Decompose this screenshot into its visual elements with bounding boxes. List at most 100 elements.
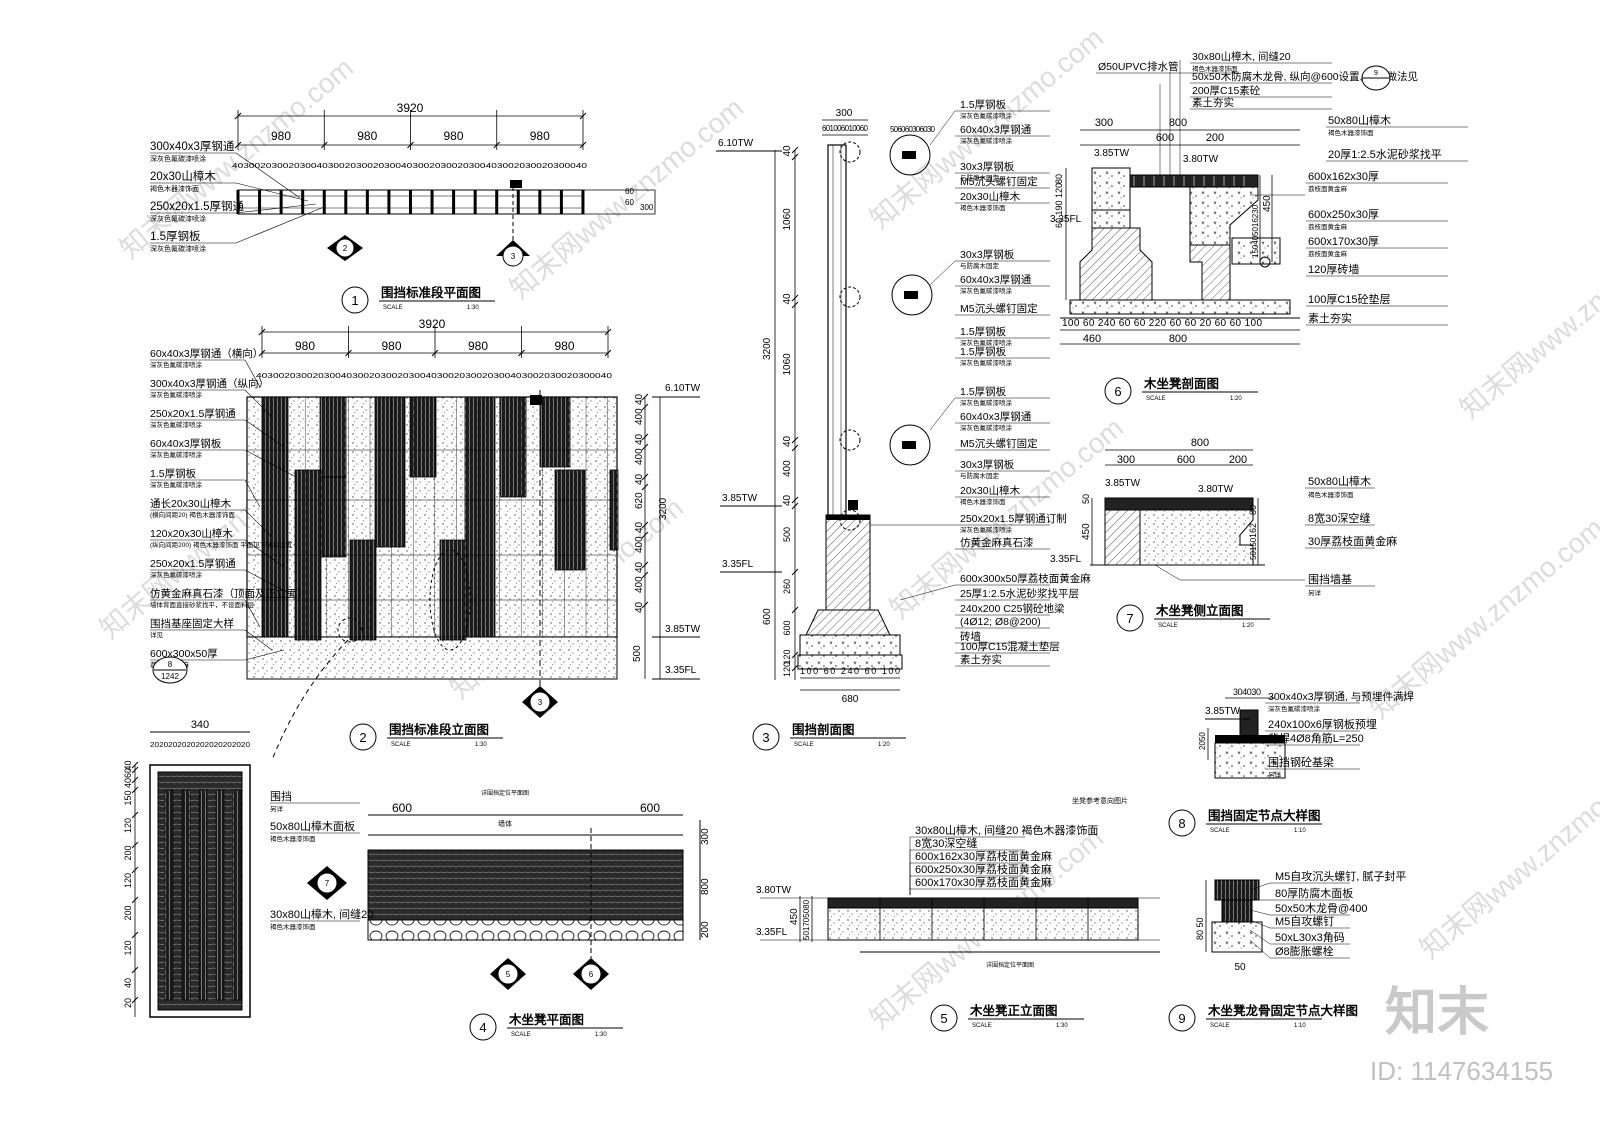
section-marker-2[interactable]: 2 — [327, 235, 363, 261]
v4-section-marker-7[interactable]: 7 — [307, 866, 347, 900]
v3-note-label: 20x30山樟木 — [960, 484, 1021, 497]
v5-note: 600x170x30厚荔枝面黄金麻 — [915, 875, 1052, 889]
view-number: 1 — [351, 293, 358, 308]
v3-note-sub: 深灰色氟碳漆喷涂 — [960, 525, 1013, 534]
svg-text:1242: 1242 — [161, 672, 179, 681]
view-title-text: 木坐凳侧立面图 — [1155, 603, 1244, 618]
v4-section-marker-5[interactable]: 5 — [490, 958, 526, 990]
wood-slat-panel — [409, 396, 437, 478]
v2-right-dim: 40 — [634, 473, 645, 485]
v5-top-label: 坐凳参考意向图片 — [1072, 796, 1128, 805]
svg-text:6: 6 — [589, 970, 594, 979]
v1-rdim-3: 300 — [640, 203, 654, 212]
svg-text:3.85TW: 3.85TW — [665, 624, 701, 635]
v4-wall-columns — [164, 789, 242, 1001]
v3-note-sub: 褐色木器漆饰面 — [960, 203, 1006, 212]
v6-note-sub: 荔枝面黄金麻 — [1308, 222, 1348, 231]
v3-note-label: 砖墙 — [960, 630, 981, 643]
view-title-text: 围挡剖面图 — [792, 722, 855, 737]
v2-note-label: 600x300x50厚 — [150, 648, 218, 660]
v1-leader-notes: 300x40x3厚钢通深灰色氟碳漆喷涂20x30山樟木褐色木器漆饰面250x20… — [150, 140, 325, 253]
v3-note-label: 30x3厚钢板 — [960, 160, 1015, 173]
v6-top-dim: 800 — [1169, 117, 1187, 129]
v3-note-sub: 深灰色氟碳漆喷涂 — [960, 286, 1013, 295]
v3-note-label: 250x20x1.5厚钢通订制 — [960, 512, 1067, 525]
v6-callout-9[interactable]: 9 — [1361, 65, 1391, 91]
v2-callout-8[interactable]: 8 1242 — [152, 656, 188, 684]
v1-sub-dims: 4030020300203004030020300203004030020300… — [232, 163, 587, 170]
v4-left-dim: 200 — [123, 905, 133, 920]
view-5-bench-elevation: 坐凳参考意向图片 30x80山樟木, 间缝20 褐色木器漆饰面8宽30深空缝60… — [756, 796, 1160, 969]
wood-slat-panel — [539, 396, 571, 468]
v2-note-sub: 深灰色氟碳漆喷涂 — [150, 390, 203, 399]
v3-note-label: M5沉头螺钉固定 — [960, 302, 1038, 315]
v6-note-label: 20厚1:2.5水泥砂浆找平 — [1328, 147, 1442, 161]
v3-note-label: M5沉头螺钉固定 — [960, 175, 1038, 188]
v6-top-dim: 600 — [1156, 132, 1174, 144]
v7-right-dim: 162 — [1248, 523, 1258, 538]
v4-right-dims: 300 800 200 — [699, 820, 711, 940]
v2-section-marker-3[interactable]: 3 — [522, 390, 558, 718]
v2-right-dim: 620 — [634, 492, 645, 509]
brand-block: 知末 ID: 1147634155 — [1370, 984, 1553, 1086]
v4-plan-top: 2020202020202020202020 — [150, 740, 250, 749]
v6-note-label: 50x80山樟木 — [1328, 113, 1391, 127]
v4-note-sub: 褐色木器漆饰面 — [270, 922, 316, 931]
view-scale-label: SCALE — [1158, 623, 1178, 629]
view-title-text: 围挡标准段立面图 — [389, 722, 489, 737]
v5-joints — [879, 898, 1089, 940]
v2-note-label: 250x20x1.5厚钢通 — [150, 407, 236, 420]
view-scale-label: SCALE — [511, 1032, 531, 1038]
v3-left-dim: 260 — [782, 579, 792, 594]
v7-top-dim: 300 — [1117, 454, 1135, 466]
v6-left-dim: 60 190 120 — [1054, 183, 1064, 228]
v3-note-label: 600x300x50厚荔枝面黄金麻 — [960, 572, 1091, 585]
v1-note-label: 20x30山樟木 — [150, 169, 216, 183]
svg-text:800: 800 — [700, 878, 711, 895]
view-number: 2 — [359, 730, 366, 745]
v4-top-label: 详围挡定位平面图 — [481, 789, 529, 797]
view-title-text: 围挡固定节点大样图 — [1208, 808, 1321, 823]
svg-text:9: 9 — [1374, 70, 1378, 77]
v4-note-label: 30x80山樟木, 间缝20 — [270, 907, 373, 921]
v3-note-label: 1.5厚钢板 — [960, 98, 1007, 111]
section-marker-3[interactable]: 3 — [496, 180, 530, 267]
v5-bench-top — [827, 897, 1139, 909]
v4-note-label: 50x80山樟木面板 — [270, 819, 355, 833]
v4-left-dim: 40 — [123, 760, 133, 770]
v3-left-dim: 40 — [782, 435, 793, 447]
v2-right-dim: 400 — [634, 448, 645, 465]
v3-note-sub: 深灰色氟碳漆喷涂 — [960, 136, 1013, 145]
v6-left-dim: 80 — [1054, 174, 1064, 184]
v5-note: 8宽30深空缝 — [915, 836, 977, 850]
svg-text:3.35FL: 3.35FL — [722, 559, 754, 570]
v6-bottom-total: 800 — [1169, 333, 1187, 345]
v3-note-sub: 褐色木器漆饰面 — [960, 497, 1006, 506]
v3-left-dim: 120 — [782, 649, 792, 664]
svg-text:200: 200 — [700, 921, 711, 938]
v4-section-marker-6[interactable]: 6 — [573, 828, 609, 990]
v3-note-sub: 深灰色氟碳漆喷涂 — [960, 358, 1013, 367]
v8-top-dims: 304030 — [1233, 687, 1261, 697]
v9-left-dims: 80 50 — [1195, 880, 1207, 952]
v3-left-dim: 40 — [782, 145, 793, 157]
wood-slat-panel — [349, 539, 377, 641]
wood-slat-panel — [261, 396, 289, 638]
view-scale-label: SCALE — [1210, 828, 1230, 834]
v2-note-label: 250x20x1.5厚钢通 — [150, 557, 236, 570]
wood-slat-panel — [319, 476, 347, 558]
v8-left-dims: 2050 — [1198, 732, 1207, 750]
v3-bottom-total: 680 — [842, 694, 859, 705]
v8-note-label: 240x100x6厚钢板预埋 — [1268, 717, 1377, 731]
v3-left-dim: 600 — [762, 608, 773, 625]
